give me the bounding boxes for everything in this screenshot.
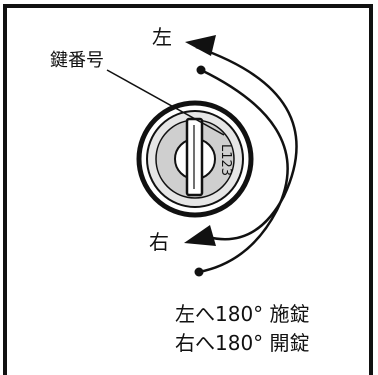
rotation-arc-outer (195, 45, 298, 241)
unlock-instruction: 右へ180° 開錠 (175, 331, 310, 355)
arrowhead-right-icon (184, 225, 216, 246)
lock-instruction: 左へ180° 施錠 (175, 302, 310, 326)
arrowhead-left-icon (185, 35, 216, 56)
right-direction-label: 右 (149, 230, 169, 254)
left-direction-label: 左 (152, 25, 172, 49)
frame-border (3, 4, 373, 375)
key-cylinder (136, 100, 254, 218)
arc-start-dot (196, 65, 206, 75)
arc-end-dot (194, 267, 204, 277)
rotation-arc-inner (198, 68, 289, 274)
key-number-caption: 鍵番号 (50, 50, 104, 71)
key-number-mark: L123 (218, 144, 233, 176)
key-number-leader (106, 69, 225, 136)
